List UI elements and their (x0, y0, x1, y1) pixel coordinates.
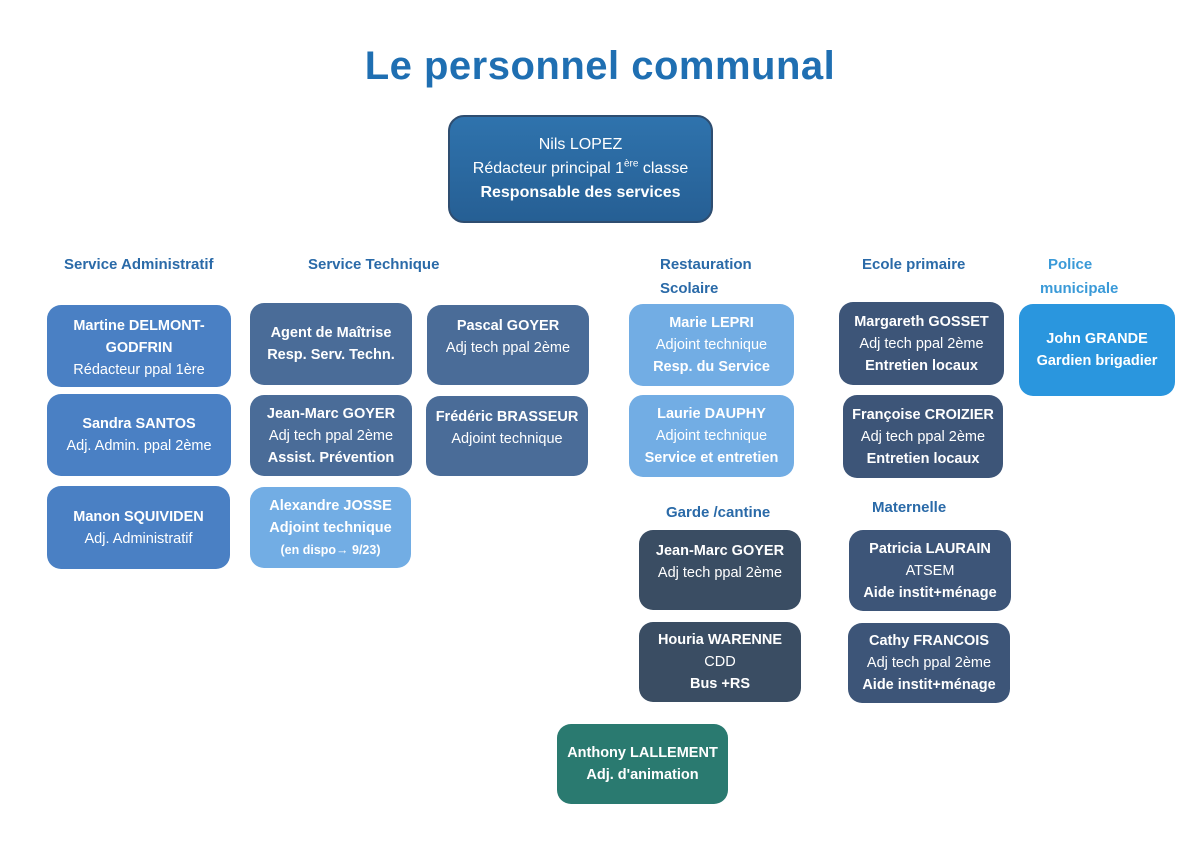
card-warenne: Houria WARENNE CDD Bus +RS (639, 622, 801, 702)
card-jm-goyer-garde: Jean-Marc GOYER Adj tech ppal 2ème (639, 530, 801, 610)
card-pascal-goyer: Pascal GOYER Adj tech ppal 2ème (427, 305, 589, 385)
card-squividen: Manon SQUIVIDEN Adj. Administratif (47, 486, 230, 569)
section-administratif: Service Administratif (64, 256, 214, 273)
card-grande: John GRANDE Gardien brigadier (1019, 304, 1175, 396)
head-function: Responsable des services (480, 184, 681, 201)
section-technique: Service Technique (308, 256, 440, 273)
head-role: Rédacteur principal 1ère classe (472, 158, 689, 177)
card-josse: Alexandre JOSSE Adjoint technique (en di… (250, 487, 411, 568)
card-brasseur: Frédéric BRASSEUR Adjoint technique (426, 396, 588, 476)
card-santos: Sandra SANTOS Adj. Admin. ppal 2ème (47, 394, 231, 476)
card-lepri: Marie LEPRI Adjoint technique Resp. du S… (629, 304, 794, 386)
section-garde-cantine: Garde /cantine (666, 504, 771, 521)
section-police: Police municipale (1040, 256, 1119, 297)
page-title: Le personnel communal (364, 44, 836, 88)
section-restauration: Restauration Scolaire (660, 256, 752, 297)
card-gosset: Margareth GOSSET Adj tech ppal 2ème Entr… (839, 302, 1004, 385)
card-dauphy: Laurie DAUPHY Adjoint technique Service … (629, 395, 794, 477)
card-delmont-godfrin: Martine DELMONT- GODFRIN Rédacteur ppal … (47, 305, 231, 387)
section-ecole-primaire: Ecole primaire (862, 256, 966, 273)
head-name: Nils LOPEZ (538, 136, 623, 153)
card-lallement: Anthony LALLEMENT Adj. d'animation (557, 724, 728, 804)
card-francois: Cathy FRANCOIS Adj tech ppal 2ème Aide i… (848, 623, 1010, 703)
card-agent-maitrise: Agent de Maîtrise Resp. Serv. Techn. (250, 303, 412, 385)
card-croizier: Françoise CROIZIER Adj tech ppal 2ème En… (843, 395, 1003, 478)
section-maternelle: Maternelle (872, 499, 947, 516)
head-of-services-box: Nils LOPEZ Rédacteur principal 1ère clas… (448, 115, 713, 223)
card-laurain: Patricia LAURAIN ATSEM Aide instit+ménag… (849, 530, 1011, 611)
card-jm-goyer-technique: Jean-Marc GOYER Adj tech ppal 2ème Assis… (250, 395, 412, 476)
